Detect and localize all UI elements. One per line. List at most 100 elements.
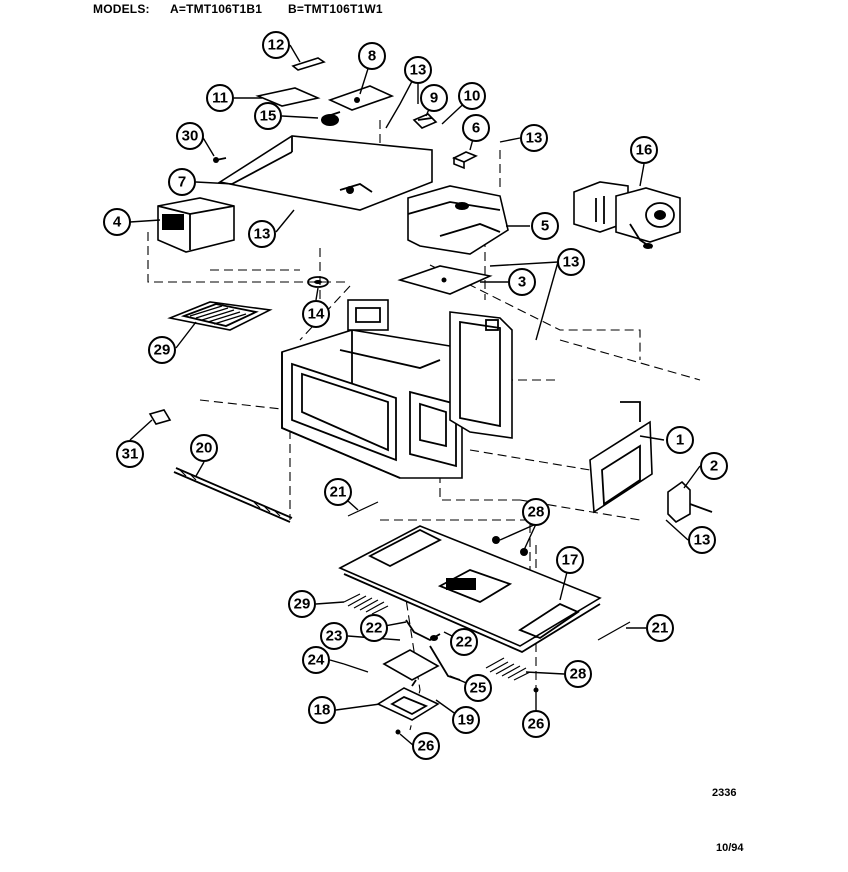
callout-29: 29	[148, 336, 176, 364]
callout-28-right: 28	[564, 660, 592, 688]
callout-6: 6	[462, 114, 490, 142]
callout-15-label: 15	[260, 108, 277, 125]
callout-21-right-label: 21	[652, 620, 669, 637]
part-6-block	[452, 151, 478, 170]
callout-6-label: 6	[472, 120, 480, 137]
callout-28-left: 29	[288, 590, 316, 618]
callout-12-label: 12	[268, 37, 285, 54]
callout-26-bottom-label: 26	[418, 738, 435, 755]
callout-13-bottom-right-label: 13	[694, 532, 711, 549]
callout-2-label: 2	[710, 458, 718, 475]
part-2-bracket	[667, 480, 713, 523]
callout-15: 15	[254, 102, 282, 130]
callout-25: 25	[464, 674, 492, 702]
callout-18: 18	[308, 696, 336, 724]
part-18-light-cover	[376, 679, 440, 721]
diagram-number: 2336	[712, 787, 737, 799]
callout-2: 2	[700, 452, 728, 480]
callout-30-label: 30	[182, 128, 199, 145]
callout-7-label: 7	[178, 174, 186, 191]
part-8-bracket	[327, 85, 395, 111]
callout-7: 7	[168, 168, 196, 196]
callout-27-label: 28	[528, 504, 545, 521]
callout-5-label: 5	[541, 218, 549, 235]
callout-24: 24	[302, 646, 330, 674]
callout-12: 12	[262, 31, 290, 59]
callout-29-label: 29	[154, 342, 171, 359]
callout-18-label: 18	[314, 702, 331, 719]
part-15-lamp-socket	[321, 111, 341, 126]
callout-11-label: 11	[212, 90, 228, 107]
callout-23-label: 23	[326, 628, 343, 645]
part-9-switch	[412, 113, 438, 129]
callout-20-label: 20	[196, 440, 213, 457]
callout-26-right-label: 26	[528, 716, 545, 733]
callout-27: 28	[522, 498, 550, 526]
callout-4-label: 4	[113, 214, 122, 231]
callout-10: 10	[458, 82, 486, 110]
part-19-lens	[382, 649, 440, 681]
callout-10-label: 10	[464, 88, 481, 105]
part-22-23-wire-harness	[405, 619, 461, 681]
callout-leaders	[129, 44, 701, 747]
part-16-fan-motor	[573, 181, 681, 249]
callout-17: 17	[556, 546, 584, 574]
callout-23: 23	[320, 622, 348, 650]
callout-1: 1	[666, 426, 694, 454]
date-code: 10/94	[716, 842, 744, 854]
callout-1-label: 1	[676, 432, 684, 449]
callout-28-left-label: 29	[294, 596, 311, 613]
part-7-top-panel	[217, 135, 433, 211]
part-20-seal-strip	[173, 467, 293, 523]
callout-24-label: 24	[308, 652, 325, 669]
callout-13-mid-right: 13	[557, 248, 585, 276]
part-28-vent-right	[485, 657, 531, 681]
part-11-cover-plate	[255, 87, 321, 107]
callout-21-left-label: 21	[330, 484, 347, 501]
part-4-air-duct	[157, 197, 235, 253]
callout-13-left: 13	[248, 220, 276, 248]
part-31-clip	[148, 409, 172, 425]
callout-13-left-label: 13	[254, 226, 271, 243]
callout-5: 5	[531, 212, 559, 240]
part-3-mount-plate	[397, 265, 493, 295]
part-5-blower-housing	[407, 185, 509, 255]
callout-22-right-label: 22	[456, 634, 473, 651]
callout-28-right-label: 28	[570, 666, 587, 683]
callout-13-bottom-right: 13	[688, 526, 716, 554]
part-12-tab	[291, 57, 326, 71]
part-24-spring	[343, 663, 369, 673]
callout-3-label: 3	[518, 274, 526, 291]
callout-31-label: 31	[122, 446, 139, 463]
callout-26-right: 26	[522, 710, 550, 738]
part-27-bolts	[492, 536, 528, 556]
callout-13-top: 13	[404, 56, 432, 84]
model-a: A=TMT106T1B1	[170, 2, 263, 16]
callout-19: 19	[452, 706, 480, 734]
callout-4: 4	[103, 208, 131, 236]
main-oven-cavity	[281, 299, 463, 479]
callout-22-right: 22	[450, 628, 478, 656]
side-control-panel	[449, 311, 513, 439]
callout-8-label: 8	[368, 48, 376, 65]
part-21-spring-right	[597, 621, 631, 641]
callout-19-label: 19	[458, 712, 475, 729]
part-26-screws	[395, 687, 539, 735]
part-21-spring-left	[347, 501, 379, 517]
model-b: B=TMT106T1W1	[288, 2, 383, 16]
callout-9: 9	[420, 84, 448, 112]
callout-13-mid-right-label: 13	[563, 254, 580, 271]
callout-8: 8	[358, 42, 386, 70]
part-30-screw	[213, 157, 227, 163]
part-17-base-plate	[338, 525, 602, 654]
callout-13-right-top-label: 13	[526, 130, 543, 147]
callout-21-left: 21	[324, 478, 352, 506]
callout-13-right-top: 13	[520, 124, 548, 152]
callout-9-label: 9	[430, 90, 438, 107]
callout-22-left-label: 22	[366, 620, 383, 637]
callout-17-label: 17	[562, 552, 579, 569]
callout-14-label: 14	[308, 306, 325, 323]
part-14-ring	[307, 276, 329, 288]
callout-14: 14	[302, 300, 330, 328]
models-label: MODELS:	[93, 2, 150, 16]
